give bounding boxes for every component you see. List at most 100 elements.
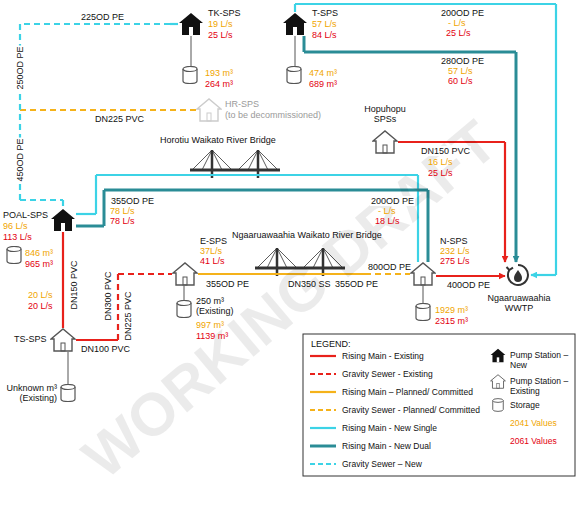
pipe-annotation: DN350 SS bbox=[288, 279, 331, 289]
legend-sample bbox=[310, 463, 336, 465]
pipe-annotation: LEGEND: bbox=[311, 339, 351, 349]
legend-sample bbox=[310, 409, 336, 411]
pump-station-node: Hopuhopu SPSs bbox=[372, 130, 398, 154]
pipe-segment bbox=[76, 213, 96, 215]
legend-text: 2041 Values bbox=[510, 418, 557, 428]
pipe-label: DN150 PVC bbox=[420, 146, 471, 156]
pump-station-existing bbox=[410, 262, 436, 286]
station-text: 997 m³ bbox=[196, 320, 224, 330]
pump-station-node: E-SPS37L/s41 L/s250 m³ (Existing)997 m³1… bbox=[172, 262, 198, 286]
pipe-annotation: 57 L/s bbox=[448, 66, 473, 76]
legend-text: Gravity Sewer – New bbox=[342, 459, 422, 469]
station-text: 84 L/s bbox=[312, 30, 337, 40]
legend-icon bbox=[491, 375, 506, 389]
legend-text: Rising Main – Planned/ Committed bbox=[342, 387, 473, 397]
pipe-segment bbox=[62, 232, 64, 240]
station-text: 275 L/s bbox=[440, 256, 470, 266]
pump-station-new bbox=[178, 12, 204, 36]
station-text: 41 L/s bbox=[200, 256, 225, 266]
pipe-annotation: - L/s bbox=[378, 206, 396, 216]
station-text: 25 L/s bbox=[208, 30, 233, 40]
legend-text: Gravity Sewer - Existing bbox=[342, 369, 433, 379]
pipe-segment bbox=[76, 339, 118, 341]
pipe-annotation: 25 L/s bbox=[428, 168, 453, 178]
pipe-segment bbox=[470, 275, 505, 277]
pipe-annotation: DN300 PVC bbox=[103, 270, 113, 321]
legend-sample bbox=[310, 427, 336, 429]
pipe-annotation: DN225 PVC bbox=[123, 290, 133, 341]
pipe-segment bbox=[295, 3, 556, 5]
legend-box bbox=[303, 334, 575, 476]
legend-icon bbox=[491, 349, 506, 363]
pipe-annotation: 60 L/s bbox=[448, 76, 473, 86]
pipe-annotation: 20 L/s bbox=[28, 290, 53, 300]
pump-station-node: TK-SPS19 L/s25 L/s193 m³264 m³ bbox=[178, 12, 204, 36]
station-text: 232 L/s bbox=[440, 246, 470, 256]
station-text: 2315 m³ bbox=[435, 316, 468, 326]
station-text: 1929 m³ bbox=[435, 305, 468, 315]
station-text: 193 m³ bbox=[205, 68, 233, 78]
pipe-label: 280OD PE bbox=[440, 56, 485, 66]
pipe-label: 400OD PE bbox=[446, 280, 491, 290]
legend-text: Pump Station – Existing bbox=[510, 376, 572, 396]
pipe-segment bbox=[365, 273, 410, 275]
pipe-segment bbox=[294, 4, 296, 12]
pipe-segment bbox=[20, 23, 170, 25]
pipe-annotation: 18 L/s bbox=[375, 216, 400, 226]
pipe-annotation: 800OD PE bbox=[368, 262, 411, 272]
treatment-plant-symbol bbox=[505, 262, 531, 288]
legend-sample bbox=[310, 373, 336, 375]
station-text: N-SPS bbox=[440, 236, 468, 246]
pipe-label: 225OD PE bbox=[80, 12, 125, 22]
storage-tank bbox=[183, 67, 197, 84]
pipe-segment bbox=[95, 175, 97, 214]
pipe-label: 355OD PE bbox=[110, 196, 155, 206]
pipe-label: DN150 PVC bbox=[69, 259, 79, 310]
station-text: 113 L/s bbox=[3, 232, 32, 242]
pipe-segment bbox=[303, 36, 306, 52]
legend-sample bbox=[310, 355, 336, 357]
pipe-label: DN100 PVC bbox=[80, 344, 131, 354]
pipe-label: 200OD PE bbox=[370, 196, 415, 206]
pipe-annotation: 20 L/s bbox=[28, 301, 53, 311]
station-text: TK-SPS bbox=[208, 8, 241, 18]
gravity-sewer-planned bbox=[20, 109, 196, 111]
station-text: TS-SPS bbox=[14, 334, 47, 344]
pump-station-node: TS-SPSUnknown m³ (Existing) bbox=[50, 328, 76, 352]
station-text: 19 L/s bbox=[208, 19, 233, 29]
storage-tank bbox=[177, 301, 191, 318]
pipe-connector bbox=[436, 276, 505, 277]
station-text: Ngaaruawaahia WWTP bbox=[486, 293, 552, 313]
pipe-label: 355OD PE bbox=[205, 279, 250, 289]
legend-sample bbox=[310, 445, 336, 448]
pump-station-node: Ngaaruawaahia WWTP bbox=[505, 262, 531, 288]
station-text: 1139 m³ bbox=[196, 331, 228, 341]
legend-sample bbox=[310, 391, 336, 393]
pump-station-new bbox=[282, 12, 308, 36]
storage-tank bbox=[416, 304, 430, 321]
pump-station-node: N-SPS232 L/s275 L/s1929 m³2315 m³ bbox=[410, 262, 436, 286]
pipe-annotation: Horotiu Waikato River Bridge bbox=[160, 135, 276, 145]
pipe-annotation: DN225 PVC bbox=[95, 114, 144, 124]
pipe-annotation: 25 L/s bbox=[446, 28, 471, 38]
pipe-segment bbox=[555, 4, 557, 275]
pipe-annotation: 250OD PE bbox=[15, 45, 25, 90]
station-text: 96 L/s bbox=[3, 221, 28, 231]
legend-text: Rising Main - New Single bbox=[342, 423, 437, 433]
legend-text: 2061 Values bbox=[510, 436, 557, 446]
pump-station-new bbox=[50, 208, 76, 232]
pipe-segment bbox=[436, 275, 470, 277]
station-text: 689 m³ bbox=[309, 79, 337, 89]
legend-text: Gravity Sewer - Planned/ Committed bbox=[342, 405, 480, 415]
station-text: E-SPS bbox=[200, 236, 227, 246]
storage-tank bbox=[287, 67, 301, 84]
station-text: 250 m³ (Existing) bbox=[196, 296, 246, 316]
legend-text: Pump Station – New bbox=[510, 350, 572, 370]
pipe-annotation: Ngaaruawaahia Waikato River Bridge bbox=[232, 230, 382, 240]
pipe-annotation: 78 L/s bbox=[110, 216, 135, 226]
pipe-label: 200OD PE bbox=[440, 8, 485, 18]
legend-text: Rising Main - Existing bbox=[342, 351, 424, 361]
station-text: POAL-SPS bbox=[3, 210, 48, 220]
station-text: 57 L/s bbox=[312, 19, 337, 29]
station-text: (to be decommissioned) bbox=[225, 110, 321, 120]
